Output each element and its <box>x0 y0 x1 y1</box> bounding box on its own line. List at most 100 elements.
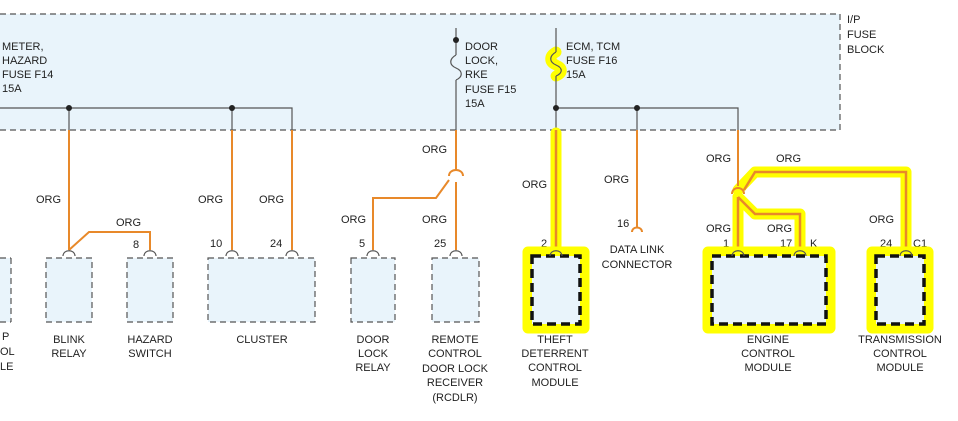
fuse-f15-label-line-4: FUSE F15 <box>465 84 516 96</box>
connector-terminal <box>899 250 913 257</box>
tcm-highlight <box>866 246 934 334</box>
rcdlr-box <box>431 257 480 323</box>
wire-color-label: ORG <box>706 223 731 235</box>
wire-color-label: ORG <box>767 223 792 235</box>
hazard-switch-label-line-1: HAZARD <box>127 334 172 346</box>
left-bus <box>0 107 293 130</box>
left-partial-label-line-1: P <box>2 331 9 343</box>
fuse-block-label-line-1: I/P <box>847 14 860 26</box>
wire-color-label: ORG <box>604 174 629 186</box>
splice-dot <box>553 105 559 111</box>
ecm-label-line-2: CONTROL <box>741 348 795 360</box>
tcm-label-line-3: MODULE <box>876 362 923 374</box>
fuse-f15-label-line-1: DOOR <box>465 41 498 53</box>
blink-relay-label-line-2: RELAY <box>51 348 87 360</box>
ecm-highlight <box>702 246 836 334</box>
fuse-f16-label-line-3: 15A <box>566 69 586 81</box>
wire-color-label: ORG <box>116 217 141 229</box>
theft-module-label-line-2: DETERRENT <box>521 348 589 360</box>
wire-color-label: ORG <box>776 153 801 165</box>
fuse-f14-label-line-3: FUSE F14 <box>2 69 53 81</box>
wire-ecm-17 <box>737 196 802 252</box>
fuse-f15-label-line-3: RKE <box>465 69 488 81</box>
left-partial-label-line-2: OL <box>0 346 15 358</box>
dlc-terminal <box>631 226 643 233</box>
connector-terminal <box>366 250 380 257</box>
wire-color-label: ORG <box>522 179 547 191</box>
connector-label-ecm-k: K <box>810 238 818 250</box>
rcdlr-label-line-1: REMOTE <box>431 334 478 346</box>
fuse-f15-symbol <box>450 28 462 130</box>
wire-tcm <box>742 170 908 252</box>
tcm-label-line-1: TRANSMISSION <box>858 334 942 346</box>
theft-module-label-line-3: CONTROL <box>528 362 582 374</box>
connector-terminal <box>449 250 463 257</box>
wire-color-label: ORG <box>422 144 447 156</box>
wire-crossover <box>448 169 464 177</box>
ecm-label-line-3: MODULE <box>744 362 791 374</box>
fuse-block-label-line-3: BLOCK <box>847 44 885 56</box>
theft-module-box <box>530 254 582 326</box>
theft-module-highlight <box>522 246 590 334</box>
wire-color-label: ORG <box>706 153 731 165</box>
fuse-block <box>0 13 841 131</box>
cluster-box <box>207 257 316 323</box>
door-lock-relay-box <box>350 257 396 323</box>
pin-label-dlc: 16 <box>617 218 629 230</box>
hazard-switch-box <box>126 257 174 323</box>
wire-blink-to-hazard <box>68 231 151 251</box>
door-lock-relay-label-line-3: RELAY <box>355 362 391 374</box>
blink-relay-box <box>45 257 93 323</box>
door-lock-relay-label-line-2: LOCK <box>358 348 389 360</box>
wire-color-label: ORG <box>869 214 894 226</box>
door-lock-relay-label-line-1: DOOR <box>357 334 390 346</box>
pin-label-hazard-switch: 8 <box>133 239 139 251</box>
connector-terminal <box>143 250 157 257</box>
theft-module-label-line-4: MODULE <box>531 377 578 389</box>
wire-color-label: ORG <box>341 214 366 226</box>
pin-label-ecm-1: 1 <box>723 238 729 250</box>
blink-relay-label-line-1: BLINK <box>53 334 85 346</box>
pin-label-theft: 2 <box>541 238 547 250</box>
theft-module-label-line-1: THEFT <box>537 334 573 346</box>
left-partial-module <box>0 257 12 323</box>
wire-color-label: ORG <box>36 194 61 206</box>
fuse-f16-symbol <box>550 28 739 130</box>
fuse-f16-label-line-2: FUSE F16 <box>566 55 617 67</box>
tcm-label-line-2: CONTROL <box>873 348 927 360</box>
rcdlr-label-line-3: DOOR LOCK <box>422 363 489 375</box>
wire-ecm-crossover <box>731 187 745 195</box>
pin-label-cluster-24: 24 <box>270 238 282 250</box>
left-partial-label-line-3: LE <box>0 361 13 373</box>
wire-color-label: ORG <box>198 194 223 206</box>
connector-terminal <box>225 250 239 257</box>
wire-color-label: ORG <box>259 194 284 206</box>
fuse-f15-label-line-5: 15A <box>465 98 485 110</box>
fuse-f14-label-line-1: METER, <box>2 41 44 53</box>
ecm-box <box>710 254 828 326</box>
cluster-label: CLUSTER <box>236 334 287 346</box>
wire-door-lock-relay <box>372 179 450 250</box>
fuse-block-label-line-2: FUSE <box>847 29 876 41</box>
rcdlr-label-line-5: (RCDLR) <box>432 392 477 404</box>
pin-label-cluster-10: 10 <box>210 238 222 250</box>
connector-terminal <box>793 250 807 257</box>
splice-dot <box>66 105 72 111</box>
connector-terminal <box>549 250 563 257</box>
connector-terminal <box>285 250 299 257</box>
connector-terminal <box>731 250 745 257</box>
fuse-f14-label-line-4: 15A <box>2 83 22 95</box>
tcm-box <box>874 254 926 326</box>
fuse-f15-label-line-2: LOCK, <box>465 55 498 67</box>
hazard-switch-label-line-2: SWITCH <box>128 348 171 360</box>
rcdlr-label-line-4: RECEIVER <box>427 377 483 389</box>
splice-dot <box>634 105 640 111</box>
pin-label-door-lock-relay: 5 <box>359 238 365 250</box>
wire-color-label: ORG <box>422 214 447 226</box>
fuse-f14-label-line-2: HAZARD <box>2 55 47 67</box>
fuse-f16-label-line-1: ECM, TCM <box>566 41 620 53</box>
ecm-label-line-1: ENGINE <box>747 334 789 346</box>
pin-label-rcdlr: 25 <box>434 238 446 250</box>
rcdlr-label-line-2: CONTROL <box>428 348 482 360</box>
